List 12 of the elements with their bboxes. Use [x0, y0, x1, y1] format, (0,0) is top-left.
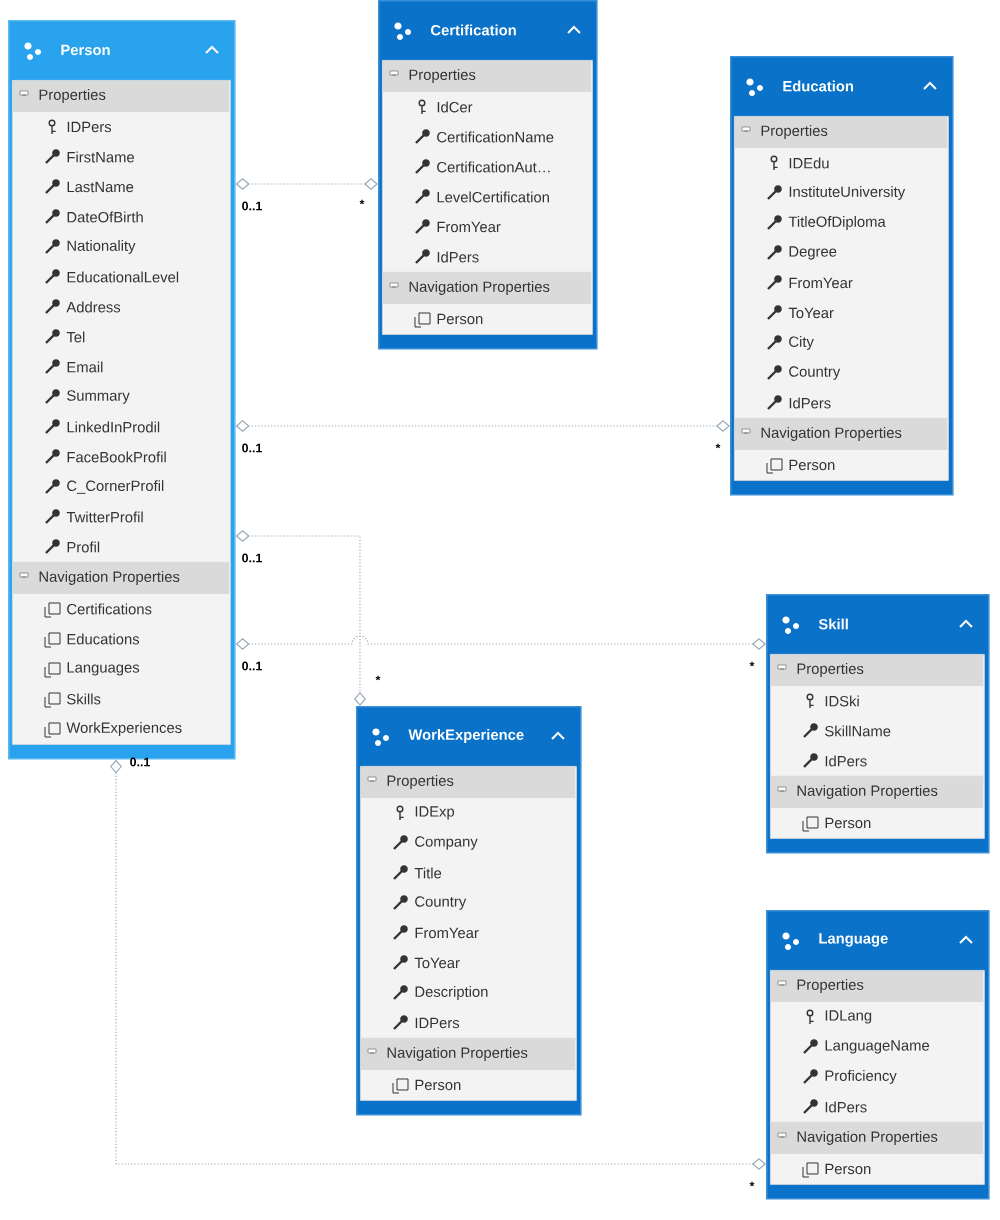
- navigation-section: [360, 1038, 577, 1101]
- association-line: [235, 420, 730, 432]
- properties-section: [770, 654, 985, 777]
- association-line: [235, 530, 366, 706]
- navigation-section: [382, 272, 593, 335]
- association-line: [235, 178, 378, 190]
- association-line: [235, 635, 766, 650]
- navigation-section: [12, 562, 231, 745]
- association-line: [110, 759, 766, 1170]
- navigation-section: [770, 776, 985, 839]
- navigation-section: [770, 1122, 985, 1185]
- navigation-section: [734, 418, 949, 481]
